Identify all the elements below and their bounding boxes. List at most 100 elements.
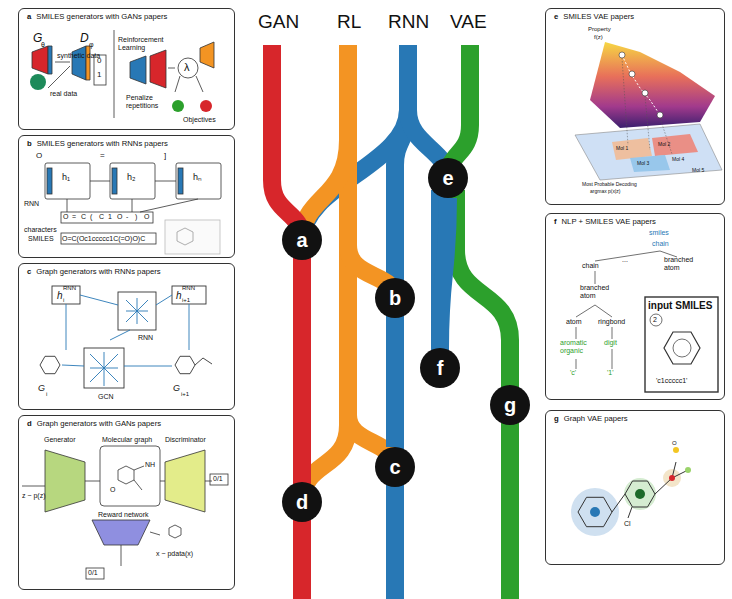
figure-label: G: [173, 384, 180, 394]
figure-label: aromatic organic: [560, 339, 602, 354]
figure-label: characters: [24, 226, 57, 234]
figure-label: Penalize repetitions: [126, 94, 174, 109]
figure-label: Cl: [624, 520, 631, 528]
figure-label: digit: [604, 339, 617, 347]
figure-label: 'c1ccccc1': [656, 377, 687, 385]
metro-line: [293, 260, 311, 482]
figure-label: smiles: [649, 229, 669, 237]
panel-letter: g: [554, 414, 559, 423]
panel-heading: fNLP + SMILES VAE papers: [554, 218, 724, 226]
station-circle: g: [490, 385, 530, 425]
station-circle: f: [420, 348, 460, 388]
figure-label: hₙ: [193, 173, 202, 183]
station-circle: a: [282, 220, 322, 260]
metro-line: [440, 198, 448, 348]
figure-label: real data: [50, 90, 77, 98]
paper-panel: aSMILES generators with GANs papers: [18, 8, 235, 130]
panel-letter: d: [27, 419, 32, 428]
figure-label: D: [80, 32, 89, 45]
line-name: RL: [337, 12, 361, 33]
figure-label: ]: [164, 152, 166, 161]
figure-label: G: [33, 32, 42, 45]
paper-panel: eSMILES VAE papers: [545, 8, 725, 205]
figure-label: branched atom: [664, 256, 706, 271]
figure-label: ringbond: [598, 318, 625, 326]
figure-label: O: [672, 440, 677, 447]
panel-title: Graph generators with GANs papers: [37, 419, 161, 428]
figure-label: O: [117, 213, 122, 221]
panel-heading: g Graph VAE papers: [554, 415, 724, 423]
figure-label: Mol 3: [637, 161, 649, 167]
figure-label: C: [81, 213, 86, 221]
line-name: VAE: [450, 12, 487, 33]
panel-title: SMILES VAE papers: [563, 12, 634, 21]
station-letter: b: [389, 288, 401, 308]
station-letter: c: [389, 457, 400, 477]
figure-label: 0: [97, 57, 101, 66]
figure-label: -: [126, 213, 128, 221]
figure-label: h₁: [62, 173, 70, 183]
figure-label: =: [72, 213, 76, 221]
figure-label: θ: [41, 41, 45, 49]
panel-heading: cGraph generators with RNNs papers: [27, 268, 234, 276]
figure-label: argmax p(x|z): [590, 189, 620, 195]
panel-letter: c: [27, 267, 31, 276]
figure-label: i: [63, 297, 64, 304]
figure-label: '1': [607, 369, 614, 377]
figure-label: z ~ p(z): [22, 492, 46, 500]
figure-label: O: [144, 213, 149, 221]
figure-label: Property: [588, 26, 611, 33]
figure-label: Mol 5: [692, 168, 704, 174]
figure-label: O=C(Oc1ccccc1C(=O)O)C: [62, 235, 145, 243]
figure-label: RNN: [182, 285, 195, 292]
station-letter: f: [437, 358, 444, 378]
station-circle: b: [375, 278, 415, 318]
figure-label: h₂: [127, 173, 136, 183]
panel-heading: aSMILES generators with GANs papers: [27, 13, 234, 21]
line-name: GAN: [258, 12, 299, 33]
figure-label: f(z): [594, 34, 603, 41]
figure-label: 1: [108, 213, 112, 221]
paper-panel: cGraph generators with RNNs papers: [18, 263, 235, 410]
figure-label: i: [46, 391, 47, 398]
station-circle: e: [428, 158, 468, 198]
figure-label: branched atom: [580, 284, 622, 299]
figure-label: Most Probable Decoding: [582, 182, 637, 188]
figure-label: h: [176, 290, 182, 301]
figure-label: O: [36, 152, 42, 161]
panel-letter: b: [27, 139, 32, 148]
figure-label: φ: [89, 41, 94, 49]
metro-line: [386, 318, 404, 447]
panel-heading: d Graph generators with GANs papers: [27, 420, 234, 428]
figure-label: atom: [566, 318, 582, 326]
figure-label: NH: [145, 461, 155, 469]
figure-label: Discriminator: [165, 436, 206, 444]
figure-label: O: [63, 213, 68, 221]
panel-title: SMILES generators with GANs papers: [36, 12, 167, 21]
figure-label: Molecular graph: [102, 436, 152, 444]
figure-label: h: [57, 290, 63, 301]
figure-label: λ: [184, 61, 190, 73]
figure-label: G: [38, 384, 45, 394]
figure-label: Generator: [44, 436, 76, 444]
figure-label: =: [100, 152, 105, 161]
figure-label: i+1: [182, 297, 190, 304]
station-circle: d: [282, 482, 322, 522]
station-letter: d: [296, 492, 308, 512]
figure-label: x ~ pdata(x): [156, 550, 193, 558]
figure-label: 'c': [570, 369, 576, 377]
paper-panel: g Graph VAE papers: [545, 410, 725, 565]
figure-label: GCN: [98, 393, 114, 401]
figure-label: ...: [622, 256, 628, 264]
panel-heading: bSMILES generators with RNNs papers: [27, 140, 234, 148]
figure-label: SMILES: [28, 235, 54, 243]
panel-letter: f: [554, 217, 557, 226]
figure-label: chain: [652, 240, 669, 248]
figure-label: chain: [582, 262, 599, 270]
panel-title: Graph VAE papers: [564, 414, 628, 423]
figure-label: synthetic data: [57, 52, 100, 60]
line-name: RNN: [388, 12, 429, 33]
panel-heading: eSMILES VAE papers: [554, 13, 724, 21]
figure-label: RNN: [63, 285, 76, 292]
